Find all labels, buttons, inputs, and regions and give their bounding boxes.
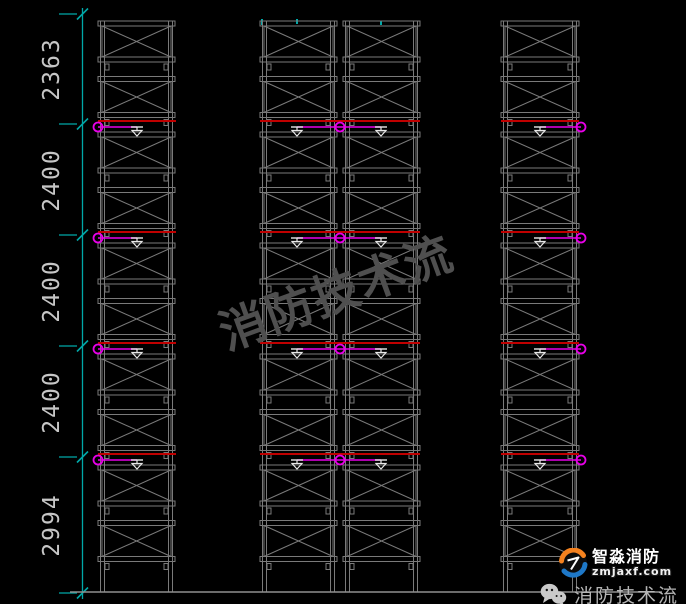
zhimiao-logo-icon: [559, 548, 588, 578]
sprinkler-pipe-run: [92, 120, 176, 137]
riser-circle-icon: [575, 343, 587, 355]
wechat-brand: 消防技术流: [540, 581, 679, 604]
sprinkler-head-icon: [290, 459, 304, 470]
riser-circle-icon: [334, 121, 346, 133]
dimension-label: 2400: [39, 258, 65, 323]
sprinkler-head-icon: [533, 126, 547, 137]
wechat-icon: [540, 583, 567, 604]
sprinkler-pipe-run: [260, 453, 420, 470]
sprinkler-head-icon: [533, 348, 547, 359]
riser-circle-icon: [575, 454, 587, 466]
sprinkler-pipe-run: [260, 231, 420, 248]
riser-circle-icon: [92, 343, 104, 355]
zhimiao-brand: 智淼消防 zmjaxf.com: [558, 548, 672, 578]
sprinkler-pipe-run: [260, 342, 420, 359]
sprinkler-head-icon: [290, 348, 304, 359]
riser-circle-icon: [92, 121, 104, 133]
sprinkler-pipe-run: [501, 453, 587, 470]
stray-marks: [261, 19, 382, 25]
rack-column-3: [342, 20, 421, 592]
riser-circle-icon: [92, 454, 104, 466]
sprinkler-head-icon: [374, 126, 388, 137]
rack-column-4: [500, 20, 580, 592]
sprinkler-head-icon: [130, 459, 144, 470]
dimension-chain: [59, 7, 89, 600]
riser-circle-icon: [334, 343, 346, 355]
sprinkler-head-icon: [533, 459, 547, 470]
sprinkler-pipe-run: [501, 231, 587, 248]
dimension-label: 2400: [39, 147, 65, 212]
sprinkler-head-icon: [290, 237, 304, 248]
dimension-label: 2363: [39, 37, 65, 101]
riser-circle-icon: [575, 232, 587, 244]
riser-circle-icon: [334, 232, 346, 244]
sprinkler-head-icon: [290, 126, 304, 137]
sprinkler-pipe-run: [92, 342, 176, 359]
sprinkler-head-icon: [130, 126, 144, 137]
sprinkler-pipe-run: [92, 231, 176, 248]
sprinkler-head-icon: [374, 237, 388, 248]
sprinkler-pipe-run: [501, 342, 587, 359]
rack-column-2: [259, 20, 338, 592]
sprinkler-head-icon: [130, 348, 144, 359]
dimension-label: 2400: [39, 369, 65, 434]
sprinkler-pipe-run: [501, 120, 587, 137]
rack-column-1: [97, 20, 176, 592]
riser-circle-icon: [575, 121, 587, 133]
sprinkler-head-icon: [374, 459, 388, 470]
dimension-label: 2994: [39, 493, 65, 557]
wechat-brand-label: 消防技术流: [574, 585, 680, 604]
riser-circle-icon: [92, 232, 104, 244]
sprinkler-head-icon: [374, 348, 388, 359]
zhimiao-brand-url: zmjaxf.com: [592, 564, 673, 578]
zhimiao-brand-name: 智淼消防: [592, 546, 661, 566]
sprinkler-head-icon: [533, 237, 547, 248]
sprinkler-pipe-run: [92, 453, 176, 470]
sprinkler-pipe-run: [260, 120, 420, 137]
sprinkler-head-icon: [130, 237, 144, 248]
riser-circle-icon: [334, 454, 346, 466]
